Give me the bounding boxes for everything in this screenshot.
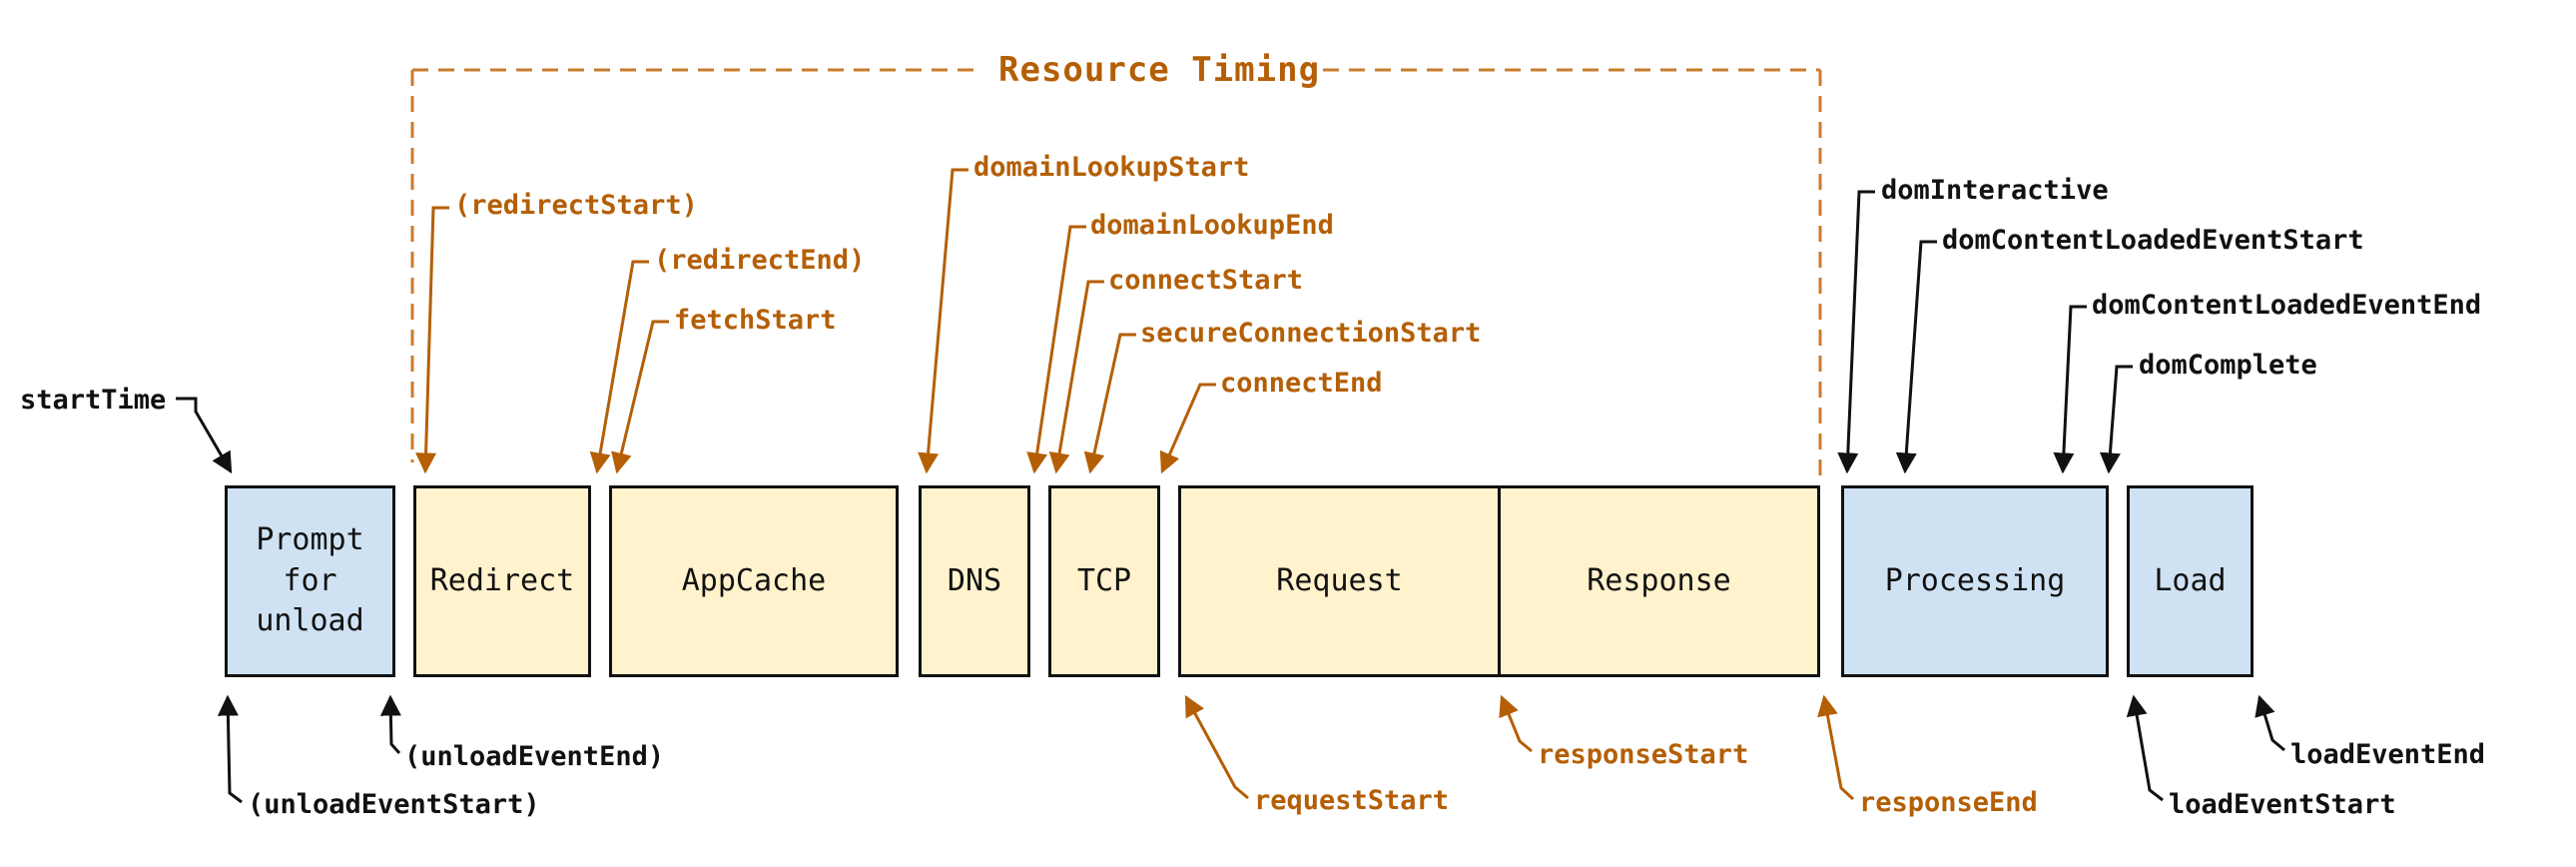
label-connect-end: connectEnd <box>1220 368 1383 399</box>
box-request-response: Request Response <box>1178 485 1820 677</box>
box-load: Load <box>2127 485 2254 677</box>
label-dom-content-loaded-event-end: domContentLoadedEventEnd <box>2092 290 2482 321</box>
box-response: Response <box>1587 562 1731 598</box>
label-connect-start: connectStart <box>1108 265 1304 296</box>
label-domain-lookup-start: domainLookupStart <box>973 152 1250 183</box>
label-unload-event-start: (unloadEventStart) <box>248 789 540 820</box>
label-dom-interactive: domInteractive <box>1881 175 2109 206</box>
label-start-time: startTime <box>20 385 167 416</box>
label-load-event-end: loadEventEnd <box>2290 739 2486 770</box>
box-request: Request <box>1276 562 1403 598</box>
box-processing: Processing <box>1841 485 2109 677</box>
label-dom-complete: domComplete <box>2139 350 2317 381</box>
request-response-divider <box>1498 488 1501 674</box>
box-appcache: AppCache <box>609 485 899 677</box>
label-load-event-start: loadEventStart <box>2169 789 2396 820</box>
label-unload-event-end: (unloadEventEnd) <box>404 741 665 772</box>
label-fetch-start: fetchStart <box>674 305 837 336</box>
label-domain-lookup-end: domainLookupEnd <box>1090 210 1334 241</box>
label-secure-connection-start: secureConnectionStart <box>1140 318 1482 349</box>
label-response-end: responseEnd <box>1859 787 2038 818</box>
label-response-start: responseStart <box>1538 739 1749 770</box>
label-dom-content-loaded-event-start: domContentLoadedEventStart <box>1942 225 2364 256</box>
label-request-start: requestStart <box>1254 785 1450 816</box>
box-redirect: Redirect <box>413 485 591 677</box>
box-tcp: TCP <box>1048 485 1160 677</box>
box-prompt-for-unload: Prompt for unload <box>225 485 395 677</box>
label-redirect-end: (redirectEnd) <box>654 245 866 276</box>
box-dns: DNS <box>919 485 1030 677</box>
resource-timing-title: Resource Timing <box>998 50 1321 90</box>
label-redirect-start: (redirectStart) <box>454 190 698 221</box>
